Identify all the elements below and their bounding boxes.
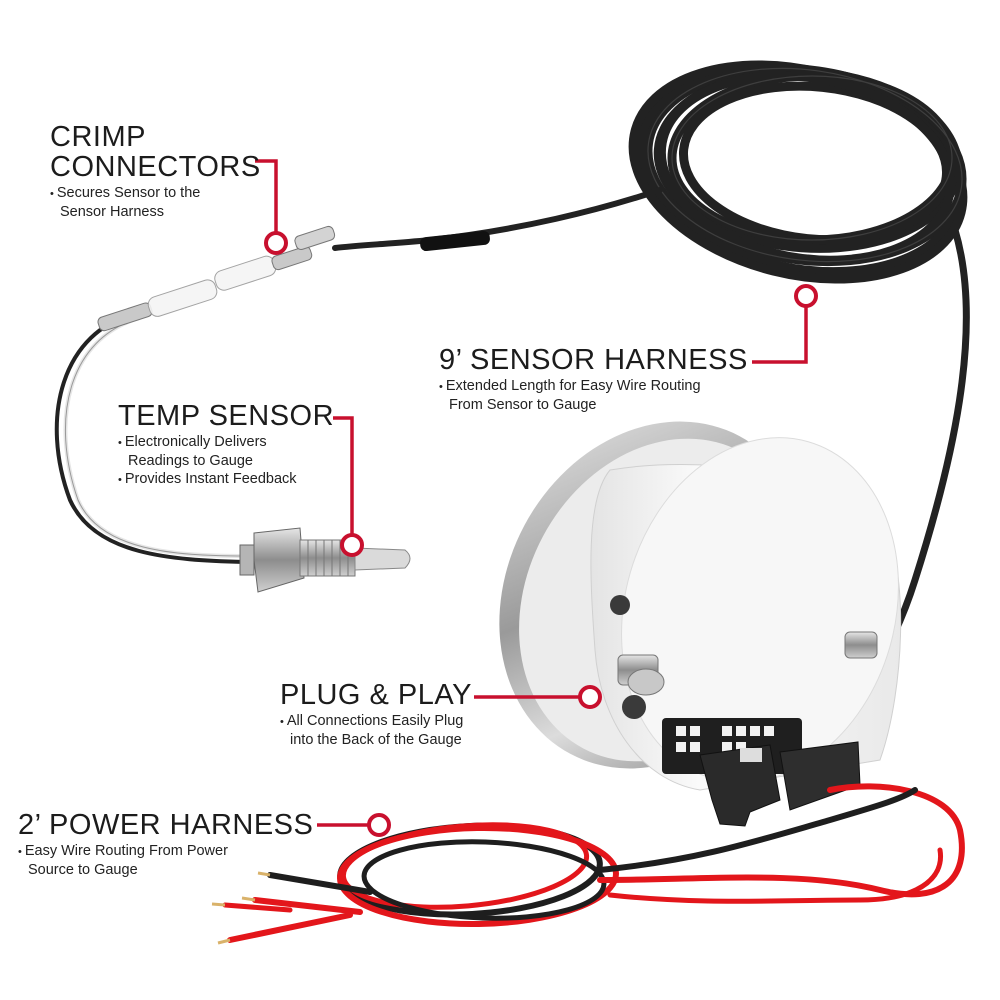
crimp-title-line2: CONNECTORS [50,151,261,183]
callout-markers [264,231,818,837]
plug-play-bullets: All Connections Easily Plug into the Bac… [280,712,520,749]
sensor-harness-coil [628,60,968,284]
temp-sensor-bullets: Electronically Delivers Readings to Gaug… [118,433,358,489]
power-harness-bullet-1: Easy Wire Routing From Power Source to G… [18,842,338,879]
sensor-harness-leader [752,306,808,364]
power-harness-title: 2’ POWER HARNESS [18,809,314,841]
sensor-harness-bullets: Extended Length for Easy Wire Routing Fr… [439,377,769,414]
crimp-title-line1: CRIMP [50,121,146,153]
temp-sensor-leader [333,416,354,535]
temp-sensor-marker [340,533,364,557]
plug-play-marker [578,685,602,709]
crimp-bullets: Secures Sensor to the Sensor Harness [50,184,290,221]
power-harness [222,783,965,943]
sensor-harness-lead [332,187,663,251]
callout-temp-sensor: TEMP SENSOR Electronically Delivers Read… [118,401,358,489]
callout-sensor-harness: 9’ SENSOR HARNESS Extended Length for Ea… [439,345,769,414]
plug-play-bullet-1: All Connections Easily Plug into the Bac… [280,712,520,749]
sensor-harness-title: 9’ SENSOR HARNESS [439,344,748,376]
temp-sensor-title: TEMP SENSOR [118,400,335,432]
plug-play-title: PLUG & PLAY [280,679,472,711]
power-harness-marker [367,813,391,837]
callout-plug-play: PLUG & PLAY All Connections Easily Plug … [280,680,520,749]
gauge [499,421,902,827]
callout-power-harness: 2’ POWER HARNESS Easy Wire Routing From … [18,810,338,879]
crimp-bullet-1: Secures Sensor to the Sensor Harness [50,184,290,221]
sensor-harness-marker [794,284,818,308]
power-harness-bullets: Easy Wire Routing From Power Source to G… [18,842,338,879]
temp-sensor-bullet-2: Provides Instant Feedback [118,470,358,489]
crimp-connectors [54,225,336,564]
sensor-harness-bullet-1: Extended Length for Easy Wire Routing Fr… [439,377,769,414]
temp-sensor [239,527,411,593]
crimp-marker [264,231,288,255]
temp-sensor-bullet-1: Electronically Delivers Readings to Gaug… [118,433,358,470]
callout-crimp-connectors: CRIMP CONNECTORS Secures Sensor to the S… [50,122,290,221]
